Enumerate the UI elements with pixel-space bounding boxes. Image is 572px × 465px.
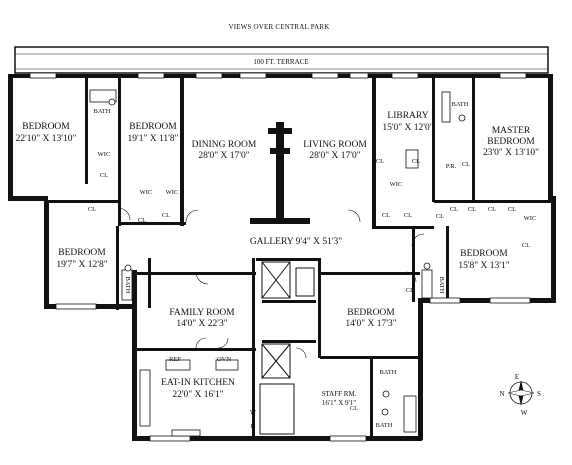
cl-label: CL	[488, 206, 496, 213]
powder-room-label: P.R.	[446, 163, 457, 170]
bath-label: BATH	[94, 108, 111, 115]
cl-label: CL	[162, 212, 170, 219]
master-bedroom-dims: 23'0" X 13'10"	[483, 148, 539, 158]
bath-label: BATH	[376, 422, 393, 429]
library-dims: 15'0" X 12'0"	[382, 123, 433, 133]
cl-label: CL	[404, 212, 412, 219]
bedroom-n2-name: BEDROOM	[129, 122, 177, 132]
wic-label: WIC	[98, 151, 111, 158]
master-bedroom-name: MASTER	[492, 126, 531, 136]
small-labels: BATH BATH BATH BATH BATH BATH WIC WIC WI…	[88, 101, 536, 430]
cl-label: CL	[138, 217, 146, 224]
cl-label: CL	[382, 212, 390, 219]
staff-room-dims: 16'1" X 9'1"	[322, 399, 356, 407]
living-room-name: LIVING ROOM	[303, 140, 367, 150]
library-name: LIBRARY	[387, 111, 428, 121]
kitchen-name: EAT-IN KITCHEN	[161, 378, 235, 388]
bedroom-n2-dims: 19'1" X 11'8"	[128, 134, 179, 144]
kitchen-dims: 22'0" X 16'1"	[172, 390, 223, 400]
bedroom-w-name: BEDROOM	[58, 248, 106, 258]
washer-label: W	[250, 409, 257, 416]
master-bedroom-name2: BEDROOM	[487, 137, 535, 147]
terrace: 100 FT. TERRACE	[14, 46, 549, 74]
family-room-name: FAMILY ROOM	[169, 308, 235, 318]
gallery-label: GALLERY 9'4" X 51'3"	[250, 237, 342, 247]
wic-label: WIC	[166, 189, 179, 196]
cl-label: CL	[88, 206, 96, 213]
bath-label: BATH	[452, 101, 469, 108]
bedroom-w-dims: 19'7" X 12'8"	[56, 260, 107, 270]
compass-s: S	[537, 390, 541, 398]
cl-label: CL	[412, 158, 420, 165]
bedroom-nw-name: BEDROOM	[22, 122, 70, 132]
oven-label: OVN	[217, 356, 231, 363]
bath-label: BATH	[438, 277, 445, 294]
elevator-shafts	[259, 261, 315, 435]
dryer-label: D	[251, 423, 256, 430]
compass-n: N	[499, 390, 504, 398]
exterior-walls	[8, 74, 556, 441]
cl-label: CL	[468, 206, 476, 213]
cl-label: CL	[436, 213, 444, 220]
interior-walls	[48, 76, 554, 440]
cl-label: CL	[376, 158, 384, 165]
windows	[29, 72, 531, 442]
compass-e: E	[515, 373, 519, 381]
compass-rose: E S N W	[499, 373, 541, 417]
family-room-dims: 14'0" X 22'3"	[176, 319, 227, 329]
bedroom-s-dims: 14'0" X 17'3"	[345, 319, 396, 329]
living-room-dims: 28'0" X 17'0"	[309, 151, 360, 161]
plan-title: VIEWS OVER CENTRAL PARK	[228, 23, 329, 31]
wic-label: WIC	[524, 215, 537, 222]
dining-room-name: DINING ROOM	[192, 140, 257, 150]
cl-label: CL	[462, 161, 470, 168]
bedroom-e-name: BEDROOM	[460, 249, 508, 259]
compass-w: W	[521, 409, 528, 417]
room-labels: BEDROOM 22'10" X 13'10" BEDROOM 19'1" X …	[16, 111, 540, 407]
wic-label: WIC	[140, 189, 153, 196]
door-swings	[117, 207, 425, 359]
cl-label: CL	[350, 405, 358, 412]
wic-label: WIC	[390, 181, 403, 188]
bath-fixtures	[89, 89, 466, 437]
dining-room-dims: 28'0" X 17'0"	[198, 151, 249, 161]
cl-label: CL	[406, 287, 414, 294]
terrace-label: 100 FT. TERRACE	[253, 58, 308, 66]
bath-label: BATH	[124, 277, 131, 294]
cl-label: CL	[100, 172, 108, 179]
refrigerator-label: REF	[169, 356, 181, 363]
bedroom-s-name: BEDROOM	[347, 308, 395, 318]
cl-label: CL	[450, 206, 458, 213]
bedroom-e-dims: 15'8" X 13'1"	[458, 261, 509, 271]
cl-label: CL	[522, 242, 530, 249]
bath-label: BATH	[380, 369, 397, 376]
staff-room-name: STAFF RM.	[322, 390, 357, 398]
central-column	[250, 122, 310, 224]
cl-label: CL	[508, 206, 516, 213]
bedroom-nw-dims: 22'10" X 13'10"	[16, 134, 77, 144]
